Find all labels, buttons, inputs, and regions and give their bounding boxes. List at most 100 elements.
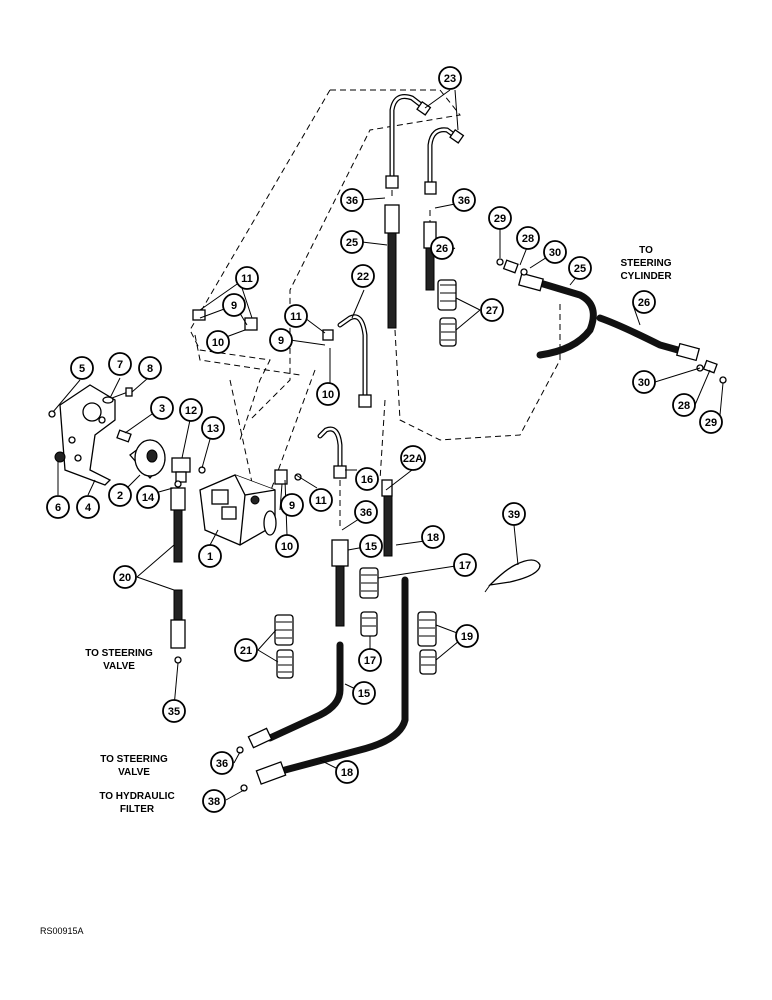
callout-circle bbox=[421, 525, 445, 549]
callout-circle bbox=[516, 226, 540, 250]
annotation-to-steering-cylinder: TO STEERING CYLINDER bbox=[620, 245, 672, 282]
callout-number: 29 bbox=[705, 417, 717, 429]
callout-circle bbox=[502, 502, 526, 526]
hose-18 bbox=[240, 479, 409, 792]
annotation-to-steering-valve-left: TO STEERING VALVE bbox=[85, 648, 153, 672]
callout-circle bbox=[335, 760, 359, 784]
callout-number: 15 bbox=[365, 541, 377, 553]
callout-circle bbox=[488, 206, 512, 230]
callout-39: 39 bbox=[502, 502, 526, 526]
drawing-reference: RS00915A bbox=[40, 926, 84, 936]
callout-circle bbox=[202, 789, 226, 813]
callout-26: 26 bbox=[430, 236, 454, 260]
callout-circle bbox=[452, 188, 476, 212]
callout-circle bbox=[430, 236, 454, 260]
callout-number: 22 bbox=[357, 271, 369, 283]
callout-27: 27 bbox=[480, 298, 504, 322]
callout-number: 38 bbox=[208, 796, 220, 808]
callout-circle bbox=[76, 495, 100, 519]
callout-circle bbox=[568, 256, 592, 280]
callout-circle bbox=[438, 66, 462, 90]
callout-22: 22 bbox=[351, 264, 375, 288]
callout-number: 12 bbox=[185, 405, 197, 417]
callout-number: 19 bbox=[461, 631, 473, 643]
callout-number: 27 bbox=[486, 305, 498, 317]
callout-circle bbox=[455, 624, 479, 648]
callout-number: 9 bbox=[278, 335, 284, 347]
note-line: TO STEERING bbox=[100, 754, 168, 765]
callout-circle bbox=[269, 328, 293, 352]
mounting-bracket-4 bbox=[48, 384, 116, 486]
callout-25: 25 bbox=[568, 256, 592, 280]
callout-number: 11 bbox=[290, 311, 302, 323]
callout-number: 11 bbox=[241, 273, 253, 285]
callout-number: 18 bbox=[427, 532, 439, 544]
callout-9: 9 bbox=[269, 328, 293, 352]
callout-number: 20 bbox=[119, 572, 131, 584]
callout-7: 7 bbox=[108, 352, 132, 376]
callout-number: 1 bbox=[207, 551, 213, 563]
note-line: TO HYDRAULIC bbox=[99, 791, 174, 802]
callout-35: 35 bbox=[162, 699, 186, 723]
callout-3: 3 bbox=[150, 396, 174, 420]
callout-9: 9 bbox=[222, 293, 246, 317]
callout-number: 21 bbox=[240, 645, 252, 657]
callout-23: 23 bbox=[438, 66, 462, 90]
callout-36: 36 bbox=[340, 188, 364, 212]
callout-36: 36 bbox=[210, 751, 234, 775]
callout-number: 25 bbox=[346, 237, 358, 249]
callout-11: 11 bbox=[284, 304, 308, 328]
callout-number: 8 bbox=[147, 363, 153, 375]
callout-circle bbox=[275, 534, 299, 558]
callout-circle bbox=[480, 298, 504, 322]
callout-circle bbox=[201, 416, 225, 440]
callout-38: 38 bbox=[202, 789, 226, 813]
callout-25: 25 bbox=[340, 230, 364, 254]
callout-number: 29 bbox=[494, 213, 506, 225]
sleeve-27 bbox=[437, 279, 457, 347]
callout-circle bbox=[206, 330, 230, 354]
callout-number: 5 bbox=[79, 363, 85, 375]
callout-16: 16 bbox=[355, 467, 379, 491]
hose-25-26-upper bbox=[384, 204, 437, 329]
callout-10: 10 bbox=[275, 534, 299, 558]
callout-number: 13 bbox=[207, 423, 219, 435]
callout-number: 23 bbox=[444, 73, 456, 85]
callout-28: 28 bbox=[516, 226, 540, 250]
callout-circle bbox=[108, 352, 132, 376]
callout-circle bbox=[309, 488, 333, 512]
hose-to-steering-cylinder bbox=[496, 258, 727, 384]
callout-4: 4 bbox=[76, 495, 100, 519]
callout-36: 36 bbox=[354, 500, 378, 524]
callout-circle bbox=[354, 500, 378, 524]
callout-number: 9 bbox=[289, 500, 295, 512]
callout-number: 17 bbox=[459, 560, 471, 572]
callout-circle bbox=[150, 396, 174, 420]
callout-11: 11 bbox=[235, 266, 259, 290]
callout-circle bbox=[699, 410, 723, 434]
callout-6: 6 bbox=[46, 495, 70, 519]
callout-30: 30 bbox=[543, 240, 567, 264]
callout-circle bbox=[672, 393, 696, 417]
callout-circle bbox=[234, 638, 258, 662]
annotation-to-hydraulic-filter: TO HYDRAULIC FILTER bbox=[99, 791, 174, 815]
callout-number: 28 bbox=[522, 233, 534, 245]
callout-number: 2 bbox=[117, 490, 123, 502]
callout-circle bbox=[235, 266, 259, 290]
callout-number: 10 bbox=[281, 541, 293, 553]
callout-circle bbox=[355, 467, 379, 491]
callout-number: 10 bbox=[212, 337, 224, 349]
hose-15 bbox=[236, 539, 349, 754]
callout-number: 6 bbox=[55, 502, 61, 514]
elbow-fitting-12 bbox=[171, 457, 206, 483]
callout-number: 30 bbox=[549, 247, 561, 259]
callout-28: 28 bbox=[672, 393, 696, 417]
callout-number: 25 bbox=[574, 263, 586, 275]
callout-10: 10 bbox=[206, 330, 230, 354]
callout-36: 36 bbox=[452, 188, 476, 212]
callout-8: 8 bbox=[138, 356, 162, 380]
callout-number: 36 bbox=[346, 195, 358, 207]
callout-number: 3 bbox=[159, 403, 165, 415]
callout-number: 17 bbox=[364, 655, 376, 667]
